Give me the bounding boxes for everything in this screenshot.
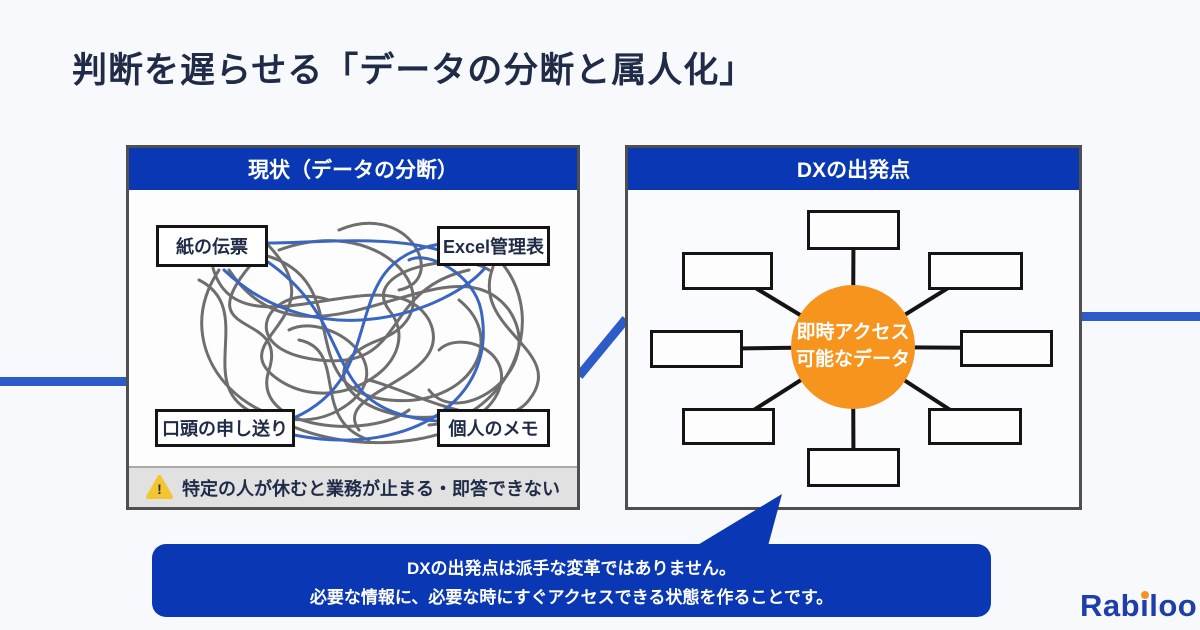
current-state-panel: 現状（データの分断） — [126, 145, 580, 510]
warning-triangle-icon: ! — [146, 475, 173, 499]
empty-node-box — [682, 408, 775, 445]
warning-text: 特定の人が休むと業務が止まる・即答できない — [182, 478, 560, 499]
right-panel-title: DXの出発点 — [796, 159, 911, 182]
connector-line-left — [0, 377, 126, 386]
empty-node-box — [960, 330, 1053, 367]
logo-i-stem: ı — [1140, 588, 1150, 623]
hub-spoke-diagram: 即時アクセス 可能なデータ — [628, 148, 1079, 507]
left-panel-header: 現状（データの分断） — [129, 148, 577, 190]
svg-text:!: ! — [157, 481, 162, 497]
logo-letter-i: ı — [1140, 588, 1149, 624]
node-paper-slip: 紙の伝票 — [156, 225, 268, 267]
logo-text-pre: Rab — [1080, 588, 1141, 623]
hub-label-line2: 可能なデータ — [795, 349, 910, 370]
bubble-line-1: DXの出発点は派手な変革ではありません。 — [406, 558, 737, 578]
bubble-line-2: 必要な情報に、必要な時にすぐアクセスできる状態を作ることです。 — [309, 587, 834, 607]
empty-node-box — [928, 408, 1022, 445]
node-verbal-handover: 口頭の申し送り — [155, 409, 295, 447]
left-panel-title: 現状（データの分断） — [248, 159, 458, 182]
empty-node-box — [928, 252, 1023, 290]
empty-node-box — [807, 210, 900, 250]
node-excel-sheet: Excel管理表 — [437, 226, 550, 266]
page-title: 判断を遅らせる「データの分断と属人化」 — [72, 51, 756, 90]
tangle-lines — [197, 221, 540, 444]
dx-starting-point-panel: DXの出発点 — [625, 145, 1082, 510]
logo-i-dot-icon — [1140, 591, 1149, 599]
empty-node-box — [650, 330, 743, 368]
empty-node-box — [682, 252, 773, 290]
hub-circle: 即時アクセス 可能なデータ — [791, 285, 915, 409]
warning-bar: ! 特定の人が休むと業務が止まる・即答できない — [129, 466, 577, 507]
right-panel-header: DXの出発点 — [628, 148, 1079, 190]
node-personal-memo: 個人のメモ — [437, 409, 550, 447]
speech-bubble: DXの出発点は派手な変革ではありません。 必要な情報に、必要な時にすぐアクセスで… — [152, 544, 991, 617]
hub-label-line1: 即時アクセス — [796, 322, 910, 344]
empty-node-box — [807, 448, 900, 487]
connector-line-right — [1082, 312, 1200, 321]
connector-line-diagonal — [578, 316, 627, 379]
speech-bubble-tail — [696, 494, 782, 546]
logo-text-post: loo — [1149, 588, 1198, 623]
